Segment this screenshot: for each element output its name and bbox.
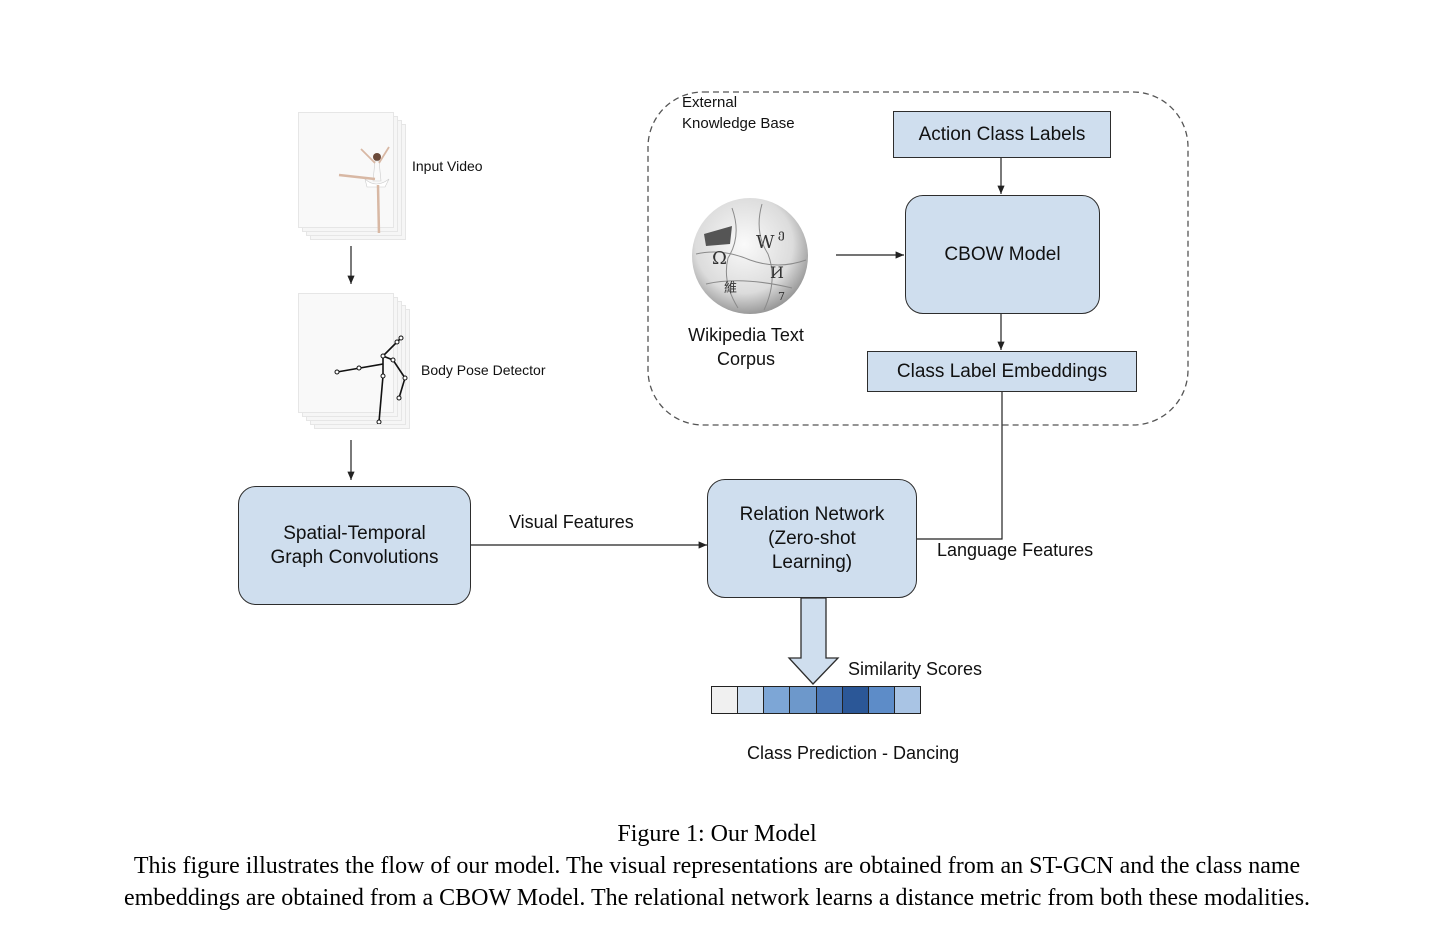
class-prediction-label: Class Prediction - Dancing <box>747 743 960 763</box>
input-video-frames <box>298 112 410 242</box>
language-features-label: Language Features <box>937 540 1094 560</box>
wikipedia-corpus-label: Wikipedia Text Corpus <box>668 323 824 371</box>
svg-text:維: 維 <box>724 281 737 296</box>
score-cell <box>842 687 869 713</box>
score-cell <box>816 687 843 713</box>
cbow-model-text: CBOW Model <box>944 243 1061 265</box>
action-class-labels-box: Action Class Labels <box>893 111 1111 158</box>
stgcn-box: Spatial-Temporal Graph Convolutions <box>238 486 471 605</box>
input-video-label: Input Video <box>412 158 483 174</box>
svg-text:W: W <box>756 232 775 253</box>
pose-skeleton-icon <box>334 335 408 424</box>
figure-title: Figure 1: Our Model <box>617 821 817 847</box>
relation-line-3: Learning) <box>771 551 853 573</box>
score-cell <box>764 687 791 713</box>
stgcn-line-2: Graph Convolutions <box>270 546 439 568</box>
score-cell <box>790 687 817 713</box>
wikipedia-globe-icon: Ω W И 維 7 ე <box>692 198 808 314</box>
body-pose-label: Body Pose Detector <box>421 362 546 378</box>
score-cell <box>712 687 739 713</box>
class-label-embeddings-text: Class Label Embeddings <box>896 360 1108 382</box>
knowledge-base-label: External Knowledge Base <box>682 92 795 134</box>
relation-line-1: Relation Network <box>739 503 885 525</box>
relation-network-box: Relation Network (Zero-shot Learning) <box>707 479 917 598</box>
score-cell <box>738 687 765 713</box>
score-cell <box>868 687 895 713</box>
knowledge-base-line-2: Knowledge Base <box>682 115 795 132</box>
svg-text:Ω: Ω <box>712 248 727 269</box>
video-frame-front <box>298 112 394 233</box>
knowledge-base-line-1: External <box>682 94 738 111</box>
visual-features-label: Visual Features <box>509 512 634 532</box>
svg-text:7: 7 <box>778 290 785 303</box>
score-cell <box>894 687 920 713</box>
wikipedia-line-1: Wikipedia Text <box>688 325 804 345</box>
line-embeddings-to-relation <box>917 392 1003 540</box>
body-pose-frames <box>298 293 410 431</box>
ballerina-icon <box>338 146 390 233</box>
similarity-down-arrow <box>787 597 840 685</box>
stgcn-line-1: Spatial-Temporal <box>283 522 426 544</box>
relation-line-2: (Zero-shot <box>768 527 856 549</box>
wikipedia-line-2: Corpus <box>716 349 776 369</box>
similarity-scores-label: Similarity Scores <box>848 659 983 679</box>
similarity-score-strip <box>711 686 921 714</box>
cbow-model-box: CBOW Model <box>905 195 1100 314</box>
class-label-embeddings-box: Class Label Embeddings <box>867 351 1137 392</box>
svg-text:И: И <box>770 263 784 282</box>
caption-line-2: embeddings are obtained from a CBOW Mode… <box>123 885 1311 911</box>
svg-text:ე: ე <box>778 227 785 241</box>
action-class-labels-text: Action Class Labels <box>918 123 1086 145</box>
pose-frame-front <box>298 293 408 424</box>
knowledge-base-boundary <box>647 91 1189 426</box>
caption-line-1: This figure illustrates the flow of our … <box>133 853 1301 879</box>
